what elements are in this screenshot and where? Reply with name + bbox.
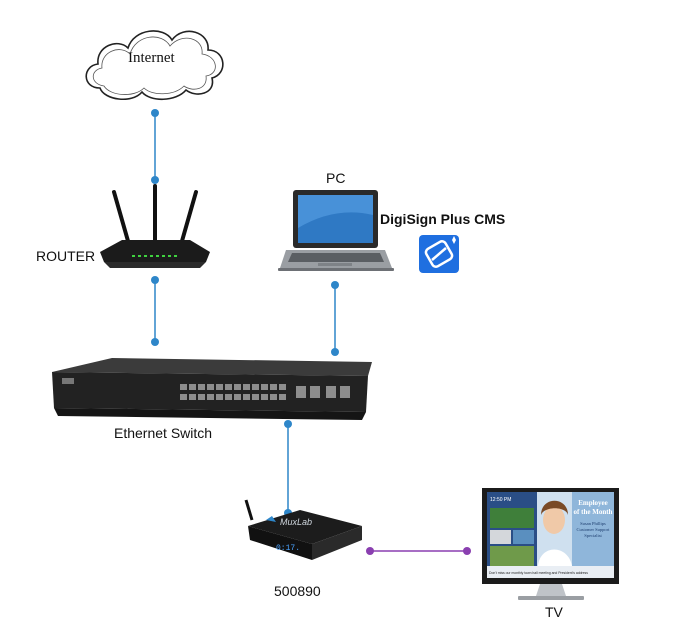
router-icon — [100, 184, 210, 268]
player-brand-text: MuxLab — [280, 517, 312, 527]
tv-label: TV — [545, 604, 563, 620]
switch-label: Ethernet Switch — [114, 425, 213, 441]
player-label: 500890 — [274, 583, 321, 599]
player-display-text: 0:17. — [276, 544, 300, 553]
pc-label: PC — [326, 170, 346, 186]
router-label: ROUTER — [36, 248, 96, 264]
cms-label: DigiSign Plus CMS — [380, 211, 506, 227]
media-player-icon: MuxLab 0:17. — [244, 499, 362, 560]
link-dot — [151, 338, 159, 346]
link-dot — [151, 176, 159, 184]
connections — [151, 109, 471, 555]
link-dot — [331, 348, 339, 356]
tv-ticker-text: Don't miss our monthly town hall meeting… — [489, 571, 588, 575]
link-dot — [331, 281, 339, 289]
link-dot — [463, 547, 471, 555]
link-dot — [151, 109, 159, 117]
ethernet-switch-icon — [52, 358, 372, 420]
internet-label: Internet — [128, 50, 175, 66]
tv-name-3: Specialist — [584, 533, 602, 538]
tv-name-1: Susan Phillips — [580, 521, 606, 526]
tv-icon: 12:50 PM Employee of the Month Susan Phi… — [482, 488, 619, 600]
laptop-icon — [278, 190, 394, 271]
link-dot — [151, 276, 159, 284]
tv-headline-2: of the Month — [574, 508, 613, 516]
tv-time-text: 12:50 PM — [490, 497, 511, 503]
tv-headline-1: Employee — [578, 499, 608, 507]
link-dot — [366, 547, 374, 555]
cms-app-icon — [419, 235, 459, 273]
link-dot — [284, 420, 292, 428]
cloud-icon — [85, 30, 224, 101]
tv-name-2: Customer Support — [577, 527, 611, 532]
